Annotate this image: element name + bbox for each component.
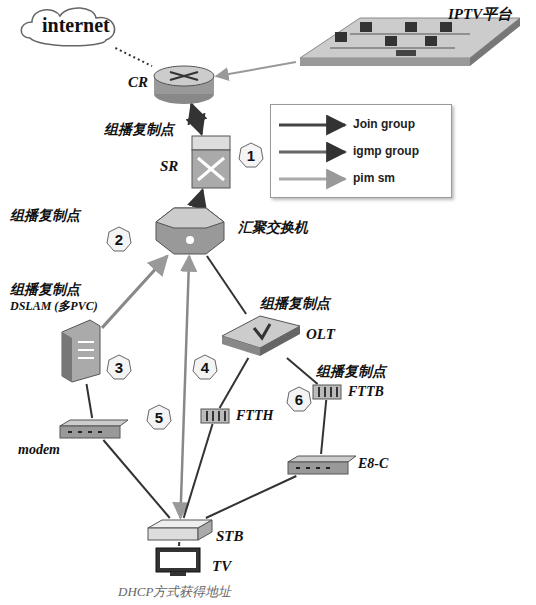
device-icon xyxy=(152,546,204,578)
device-icon xyxy=(286,454,354,476)
callout-number: 3 xyxy=(106,354,132,380)
device-icon xyxy=(200,408,230,424)
node-label: CR xyxy=(128,74,148,91)
legend-box: Join group igmp group pim sm xyxy=(270,104,452,198)
network-node: STB xyxy=(146,518,214,542)
connector xyxy=(321,400,326,454)
connector xyxy=(191,104,201,134)
connector xyxy=(287,358,318,384)
callout-text: 2 xyxy=(115,231,123,248)
connector xyxy=(115,48,152,66)
node-label: 组播复制点 xyxy=(10,208,80,223)
callout-number: 4 xyxy=(192,354,218,380)
node-label: 组播复制点 xyxy=(10,282,80,297)
device-icon xyxy=(146,518,214,542)
callout-number: 2 xyxy=(106,226,132,252)
node-label: SR xyxy=(160,158,178,175)
network-node: E8-C xyxy=(286,454,354,476)
connector xyxy=(207,256,246,314)
iptv-illustration xyxy=(300,18,520,66)
callout-text: 4 xyxy=(201,359,209,376)
connector xyxy=(180,256,189,518)
callout-number: 5 xyxy=(146,404,172,430)
node-label: modem xyxy=(18,442,60,457)
callout-text: 6 xyxy=(295,391,303,408)
network-node: TV xyxy=(152,546,204,578)
callout-text: 3 xyxy=(115,359,123,376)
node-label: internet xyxy=(42,14,110,36)
device-icon xyxy=(154,206,226,256)
legend-text: Join group xyxy=(353,117,415,131)
connector xyxy=(216,62,296,76)
device-icon xyxy=(60,318,102,384)
network-node: internet xyxy=(18,4,124,48)
network-node: 组播复制点汇聚交换机 xyxy=(154,206,226,256)
network-node: modem xyxy=(58,418,130,440)
node-label: OLT xyxy=(306,326,335,343)
node-label: FTTH xyxy=(236,408,273,423)
node-label: 组播复制点 xyxy=(260,296,330,311)
connector xyxy=(178,542,180,546)
device-icon xyxy=(312,384,342,400)
node-label: STB xyxy=(216,528,244,545)
caption: DHCP方式获得地址 xyxy=(118,583,231,601)
connector xyxy=(206,476,296,518)
device-icon xyxy=(152,60,216,104)
callout-text: 1 xyxy=(247,147,255,164)
network-node: FTTH xyxy=(200,408,230,424)
legend-text: pim sm xyxy=(353,171,395,185)
legend-text: igmp group xyxy=(353,144,419,158)
node-label: DSLAM (多PVC) xyxy=(10,300,98,313)
network-node: 组播复制点FTTB xyxy=(312,384,342,400)
device-icon xyxy=(58,418,130,440)
device-icon xyxy=(220,314,302,358)
node-label: 组播复制点 xyxy=(104,122,174,137)
callout-number: 6 xyxy=(286,386,312,412)
node-label: FTTB xyxy=(348,384,384,399)
connector xyxy=(103,440,169,518)
callout-number: 1 xyxy=(238,142,264,168)
network-node: CR xyxy=(152,60,216,104)
device-icon xyxy=(190,134,232,190)
callout-text: 5 xyxy=(155,409,163,426)
connector xyxy=(184,424,213,518)
node-label: TV xyxy=(212,558,231,575)
network-node: 组播复制点SR xyxy=(190,134,232,190)
node-label: 组播复制点 xyxy=(316,364,386,379)
node-label: IPTV平台 xyxy=(448,6,512,23)
connector xyxy=(102,256,167,328)
network-node: 组播复制点OLT xyxy=(220,314,302,358)
connector xyxy=(87,384,93,418)
device-icon xyxy=(296,14,522,70)
node-label: 汇聚交换机 xyxy=(238,220,308,235)
network-node: IPTV平台 xyxy=(296,14,522,70)
node-label: E8-C xyxy=(358,456,388,471)
connector xyxy=(220,358,249,408)
network-node: 组播复制点DSLAM (多PVC) xyxy=(60,318,102,384)
connector xyxy=(198,190,203,206)
